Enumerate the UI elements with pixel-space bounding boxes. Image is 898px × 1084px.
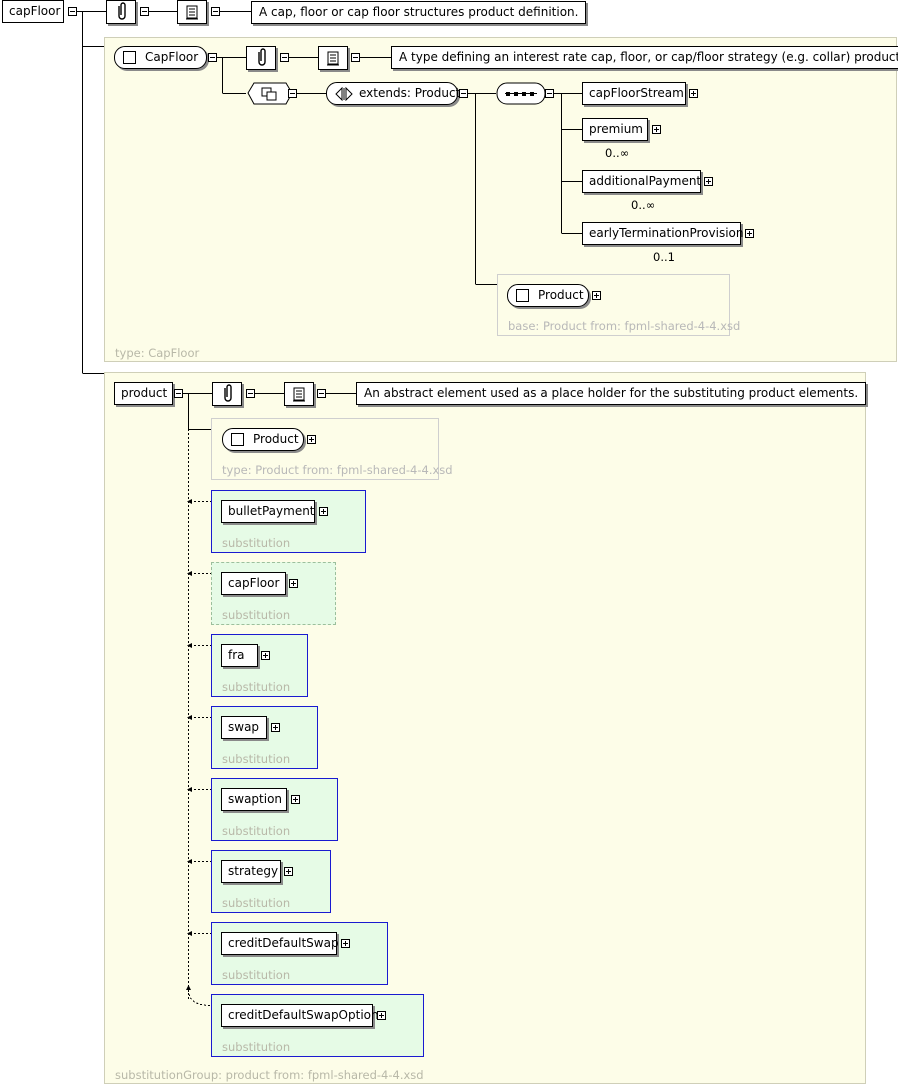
root-annotation-box[interactable] — [106, 0, 136, 24]
checkbox-icon — [231, 433, 244, 446]
element-additionalpayment[interactable]: additionalPayment — [582, 170, 701, 193]
product-annotation-box[interactable] — [212, 382, 242, 406]
product-annotation-text: An abstract element used as a place hold… — [356, 382, 867, 405]
earlyterminationprovision-occurrence: 0..1 — [653, 250, 675, 264]
type-documentation-box[interactable] — [318, 46, 348, 70]
element-product[interactable]: product — [114, 382, 173, 405]
type-documentation-toggle[interactable] — [351, 53, 360, 62]
paperclip-icon — [224, 384, 232, 402]
product-region-label: substitutionGroup: product from: fpml-sh… — [115, 1068, 424, 1082]
element-earlyterminationprovision[interactable]: earlyTerminationProvision — [582, 222, 743, 245]
product-annotation-toggle[interactable] — [246, 389, 255, 398]
root-element-capfloor[interactable]: capFloor — [2, 0, 64, 23]
extends-collapse-toggle[interactable] — [459, 89, 468, 98]
bulletpayment-expand-toggle[interactable] — [319, 507, 328, 516]
extension-icon — [261, 87, 277, 101]
base-product-expand-toggle[interactable] — [592, 291, 601, 300]
capfloor-substitute-expand-toggle[interactable] — [289, 579, 298, 588]
paperclip-icon — [258, 48, 266, 66]
root-element-label: capFloor — [9, 4, 61, 18]
product-documentation-box[interactable] — [284, 382, 314, 406]
additionalpayment-occurrence: 0..∞ — [631, 198, 656, 212]
creditdefaultswapoption-expand-toggle[interactable] — [377, 1011, 386, 1020]
complex-type-capfloor[interactable]: CapFloor — [114, 46, 207, 69]
element-strategy[interactable]: strategy — [221, 860, 281, 883]
element-fra[interactable]: fra — [221, 644, 258, 667]
checkbox-icon — [516, 289, 529, 302]
type-annotation-toggle[interactable] — [280, 53, 289, 62]
product-type-product[interactable]: Product — [222, 428, 304, 451]
root-annotation-toggle[interactable] — [140, 7, 149, 16]
capfloorstream-expand-toggle[interactable] — [689, 89, 698, 98]
type-region-label: type: CapFloor — [115, 346, 200, 360]
sequence-node[interactable] — [496, 82, 548, 106]
extends-label: extends: Product — [359, 86, 461, 100]
complex-type-label: CapFloor — [145, 50, 199, 64]
strategy-expand-toggle[interactable] — [284, 867, 293, 876]
product-documentation-toggle[interactable] — [317, 389, 326, 398]
checkbox-icon — [123, 51, 136, 64]
element-premium[interactable]: premium — [582, 118, 648, 141]
type-collapse-toggle[interactable] — [208, 53, 217, 62]
element-creditdefaultswap[interactable]: creditDefaultSwap — [221, 932, 339, 955]
extends-arrows-icon — [335, 87, 353, 101]
product-type-expand-toggle[interactable] — [307, 435, 316, 444]
root-documentation-toggle[interactable] — [211, 7, 220, 16]
element-swap[interactable]: swap — [221, 716, 267, 739]
swaption-expand-toggle[interactable] — [291, 795, 300, 804]
fra-expand-toggle[interactable] — [261, 651, 270, 660]
additionalpayment-expand-toggle[interactable] — [704, 177, 713, 186]
product-collapse-toggle[interactable] — [174, 389, 183, 398]
earlyterminationprovision-expand-toggle[interactable] — [745, 229, 754, 238]
root-collapse-toggle[interactable] — [68, 7, 77, 16]
root-documentation-box[interactable] — [177, 0, 207, 24]
creditdefaultswap-expand-toggle[interactable] — [341, 939, 350, 948]
base-card-label: base: Product from: fpml-shared-4-4.xsd — [508, 319, 741, 333]
scroll-icon — [186, 5, 198, 20]
sequence-collapse-toggle[interactable] — [545, 89, 554, 98]
extends-product-node[interactable]: extends: Product — [326, 82, 461, 105]
type-annotation-box[interactable] — [246, 46, 276, 70]
swap-expand-toggle[interactable] — [271, 723, 280, 732]
element-bulletpayment[interactable]: bulletPayment — [221, 500, 315, 523]
element-swaption[interactable]: swaption — [221, 788, 287, 811]
premium-occurrence: 0..∞ — [605, 146, 630, 160]
root-annotation-text: A cap, floor or cap floor structures pro… — [251, 1, 587, 24]
product-type-card-label: type: Product from: fpml-shared-4-4.xsd — [222, 463, 453, 477]
paperclip-icon — [118, 2, 126, 20]
base-complex-type-product[interactable]: Product — [507, 284, 589, 307]
element-creditdefaultswapoption[interactable]: creditDefaultSwapOption — [221, 1004, 379, 1027]
extension-collapse-toggle[interactable] — [288, 89, 297, 98]
element-capfloor-substitute[interactable]: capFloor — [221, 572, 286, 595]
scroll-icon — [327, 51, 339, 66]
element-capfloorstream[interactable]: capFloorStream — [582, 82, 686, 105]
scroll-icon — [293, 387, 305, 402]
premium-expand-toggle[interactable] — [652, 125, 661, 134]
sequence-icon — [505, 92, 537, 96]
type-annotation-text: A type defining an interest rate cap, fl… — [391, 46, 898, 69]
extension-node[interactable] — [246, 81, 294, 107]
